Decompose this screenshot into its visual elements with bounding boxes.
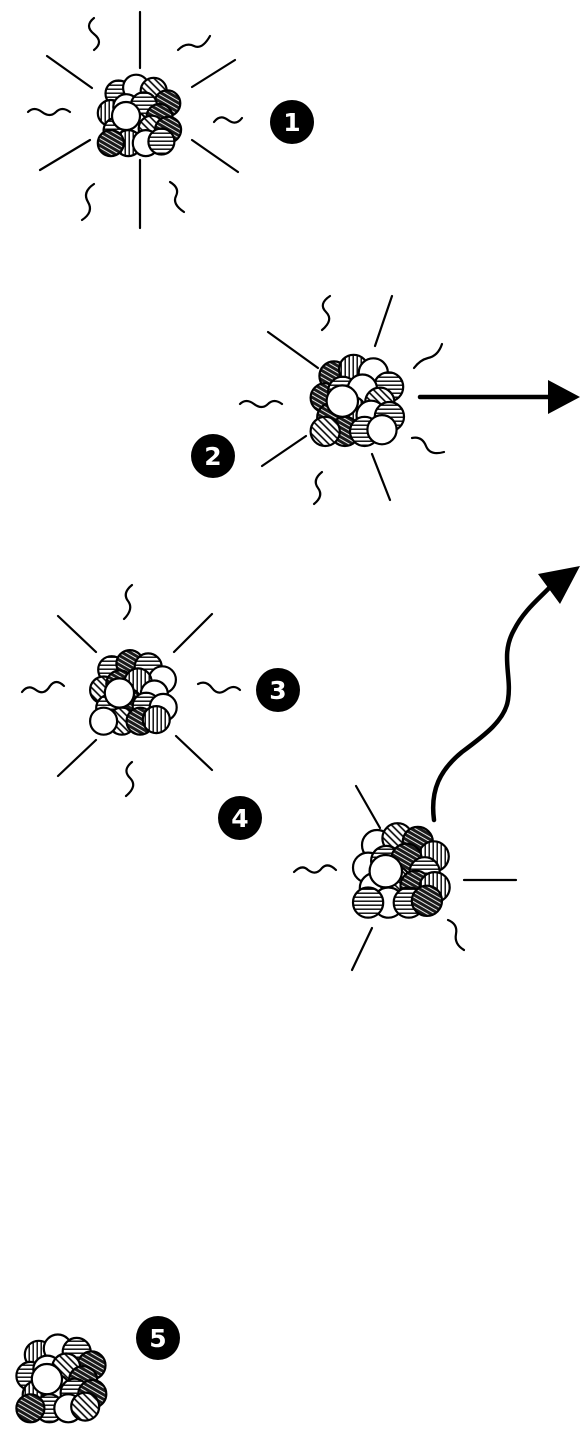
- nucleon: [71, 1393, 99, 1421]
- stage-5-badge: 5: [136, 1316, 180, 1360]
- nucleon-front: [370, 855, 402, 887]
- nucleon: [98, 130, 124, 156]
- stage-3-group: 3: [22, 585, 300, 796]
- wave: [314, 472, 322, 504]
- stage-1-nucleus: [98, 75, 181, 156]
- ray: [40, 140, 90, 170]
- stage-2-nucleus: [311, 355, 404, 446]
- stage-2-badge: 2: [191, 434, 235, 478]
- nucleon: [16, 1394, 44, 1422]
- wave: [240, 401, 282, 407]
- stage-3-badge: 3: [256, 668, 300, 712]
- ray: [268, 332, 318, 368]
- ray: [352, 928, 372, 970]
- nucleon: [311, 417, 340, 446]
- wave: [322, 296, 330, 330]
- nucleon: [367, 415, 396, 444]
- wave: [126, 762, 133, 796]
- wave: [414, 344, 442, 368]
- stage-1-badge: 1: [270, 100, 314, 144]
- nucleon-front: [112, 102, 140, 130]
- wave: [22, 682, 64, 692]
- nucleon: [353, 888, 383, 918]
- wave: [178, 36, 210, 50]
- stage-2-group: 2: [191, 296, 580, 504]
- ray: [58, 740, 96, 776]
- nucleon: [148, 129, 174, 155]
- stage-4-badge: 4: [218, 796, 262, 840]
- stage-5-label: 5: [149, 1324, 166, 1353]
- wave: [124, 585, 132, 619]
- ray: [192, 140, 238, 172]
- ray: [58, 616, 96, 652]
- stage-5-nucleus: [16, 1335, 106, 1423]
- nucleon: [90, 708, 117, 735]
- ray: [375, 296, 392, 346]
- ray: [262, 436, 306, 466]
- stage-4-label: 4: [231, 804, 248, 833]
- wave: [82, 184, 94, 220]
- wave: [448, 920, 464, 950]
- wave: [294, 865, 336, 872]
- wave: [198, 683, 240, 693]
- wave: [28, 109, 70, 115]
- nucleon-front: [32, 1364, 62, 1394]
- nucleon: [143, 706, 170, 733]
- wave: [89, 18, 99, 50]
- ray: [372, 454, 390, 500]
- wave: [214, 117, 242, 122]
- stage-3-nucleus: [90, 650, 177, 735]
- stage-4-nucleus: [353, 823, 450, 918]
- stage-1-label: 1: [283, 108, 300, 137]
- stage-4-group: 4: [218, 566, 580, 970]
- nucleon-front: [327, 385, 358, 416]
- particle-arrowhead: [548, 380, 580, 414]
- ray: [192, 60, 235, 87]
- ray: [47, 56, 92, 88]
- ray: [174, 614, 212, 652]
- stage-3-label: 3: [269, 676, 286, 705]
- wavy-emission-arrow: [433, 585, 552, 820]
- nucleon-front: [105, 678, 134, 707]
- nucleon: [412, 886, 442, 916]
- stage-2-label: 2: [204, 442, 221, 471]
- wave: [412, 438, 444, 453]
- stage-1-group: 1: [28, 12, 314, 228]
- wave: [170, 182, 184, 212]
- ray: [176, 736, 212, 770]
- stage-5-group: 5: [16, 1316, 180, 1422]
- ray: [356, 786, 380, 828]
- wavy-emission-arrowhead: [538, 566, 580, 604]
